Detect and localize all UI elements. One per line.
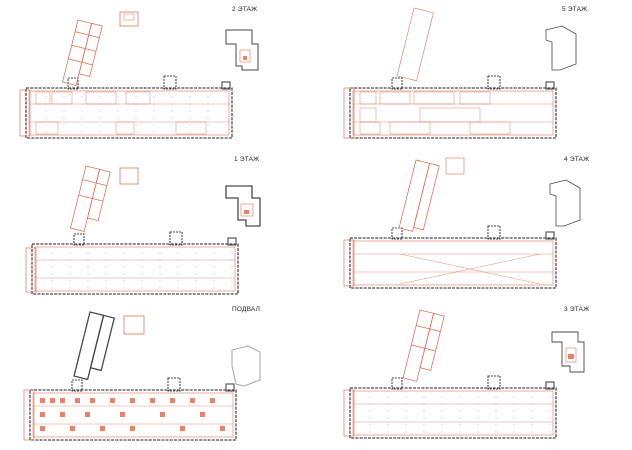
- plan-floor-3: [343, 309, 585, 439]
- floor-label-basement: ПОДВАЛ: [232, 306, 261, 313]
- floor-label-1: 1 ЭТАЖ: [234, 156, 260, 163]
- floor-label-5: 5 ЭТАЖ: [562, 6, 588, 13]
- plan-basement: [23, 311, 261, 441]
- floor-label-4: 4 ЭТАЖ: [564, 156, 590, 163]
- plan-floor-2: [19, 11, 259, 139]
- floor-label-2: 2 ЭТАЖ: [232, 6, 258, 13]
- floor-label-3: 3 ЭТАЖ: [564, 306, 590, 313]
- plan-floor-4: [343, 157, 581, 289]
- plan-floor-1: [25, 165, 261, 295]
- plan-floor-5: [343, 7, 577, 139]
